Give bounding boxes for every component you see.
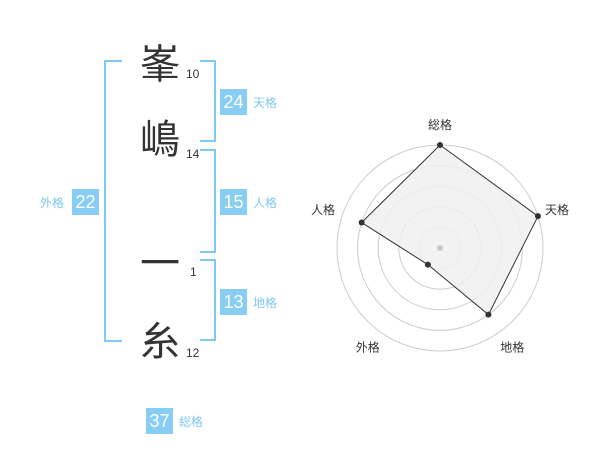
chikaku-score: 13 (220, 289, 247, 315)
radar-axis-label-2: 地格 (500, 340, 524, 355)
radar-axis-label-3: 外格 (356, 340, 380, 355)
name-char-1: 峯 (140, 42, 180, 88)
radar-point-2 (485, 311, 492, 318)
chikaku-bracket (200, 259, 216, 341)
radar-axis-label-0: 総格 (428, 117, 452, 132)
radar-point-1 (534, 213, 541, 220)
stroke-count-1: 10 (186, 67, 200, 81)
chikaku-label: 地格 (253, 296, 278, 310)
radar-axis-label-1: 天格 (545, 202, 569, 217)
radar-points (358, 142, 541, 318)
name-char-2: 嶋 (140, 117, 180, 163)
tenkaku-bracket (200, 60, 216, 142)
name-char-3: 一 (140, 241, 180, 287)
radar-point-4 (358, 219, 365, 226)
gaikaku-score: 22 (72, 189, 99, 215)
stroke-count-2: 14 (186, 147, 200, 161)
stroke-count-3: 1 (190, 265, 197, 279)
tenkaku-label: 天格 (253, 96, 278, 110)
soukaku-score: 37 (146, 408, 173, 434)
radar-center-dot (437, 245, 443, 251)
radar-point-3 (424, 261, 431, 268)
radar-point-0 (437, 142, 443, 148)
gaikaku-label: 外格 (40, 196, 65, 210)
radar-axis-label-4: 人格 (311, 202, 335, 217)
radar-shape (360, 144, 539, 316)
jinkaku-label: 人格 (253, 196, 278, 210)
name-char-4: 糸 (140, 319, 180, 365)
jinkaku-bracket (200, 149, 216, 253)
stroke-count-4: 12 (186, 346, 200, 360)
jinkaku-score: 15 (220, 189, 247, 215)
gaikaku-bracket (104, 60, 122, 342)
soukaku-label: 総格 (179, 415, 204, 429)
tenkaku-score: 24 (220, 89, 247, 115)
